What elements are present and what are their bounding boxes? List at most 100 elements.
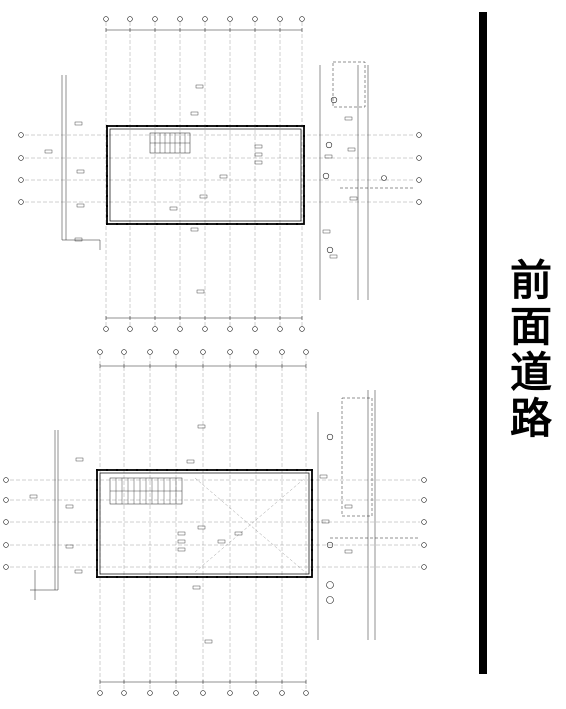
grid-bubble (18, 177, 24, 183)
wall-post (266, 125, 268, 127)
wall-post (296, 125, 298, 127)
wall-post (106, 469, 108, 471)
drawing-note (321, 519, 330, 524)
road-boundary-line (479, 12, 487, 674)
wall-post (311, 549, 313, 551)
grid-bubble (416, 199, 422, 205)
wall-post (106, 165, 108, 167)
building-outer-wall (96, 469, 313, 578)
wall-post (311, 569, 313, 571)
wall-post (166, 223, 168, 225)
room-annotation (177, 547, 186, 552)
room-annotation (254, 144, 263, 149)
wall-post (96, 479, 98, 481)
road-label-char-3: 道 (509, 348, 552, 397)
wall-post (196, 125, 198, 127)
drawing-note (196, 289, 205, 294)
wall-post (266, 223, 268, 225)
grid-bubble (3, 542, 9, 548)
wall-post (303, 155, 305, 157)
room-annotation (177, 539, 186, 544)
drawing-note (65, 544, 74, 549)
wall-post (96, 569, 98, 571)
road-label-char-2: 面 (509, 302, 552, 351)
site-fixture (325, 141, 333, 149)
wall-post (303, 205, 305, 207)
wall-post (186, 223, 188, 225)
wall-post (196, 576, 198, 578)
wall-post (146, 125, 148, 127)
site-fixture (326, 433, 334, 441)
wall-post (106, 223, 108, 225)
wall-post (196, 469, 198, 471)
grid-bubble (253, 690, 259, 696)
grid-bubble (252, 16, 258, 22)
drawing-note (322, 229, 331, 234)
wall-post (311, 559, 313, 561)
wall-post (116, 576, 118, 578)
wall-post (286, 576, 288, 578)
drawing-note (29, 494, 38, 499)
wall-post (186, 125, 188, 127)
wall-post (246, 469, 248, 471)
wall-post (311, 509, 313, 511)
wall-post (96, 489, 98, 491)
grid-bubble (177, 326, 183, 332)
grid-bubble (152, 326, 158, 332)
wall-post (136, 223, 138, 225)
wall-post (166, 469, 168, 471)
drawing-note (195, 84, 204, 89)
grid-bubble (421, 564, 427, 570)
grid-bubble (103, 16, 109, 22)
upper-floor-plan (18, 16, 422, 332)
grid-bubble (202, 326, 208, 332)
drawing-note (349, 196, 358, 201)
grid-bubble (152, 16, 158, 22)
wall-post (156, 576, 158, 578)
drawing-note (190, 111, 199, 116)
wall-post (96, 509, 98, 511)
drawing-note (76, 203, 85, 208)
grid-bubble (97, 690, 103, 696)
wall-post (96, 559, 98, 561)
drawing-note (74, 569, 83, 574)
wall-post (106, 205, 108, 207)
wall-post (276, 125, 278, 127)
wall-post (303, 125, 305, 127)
drawing-note (204, 639, 213, 644)
grid-bubble (252, 326, 258, 332)
drawing-note (344, 116, 353, 121)
grid-bubble (279, 690, 285, 696)
room-annotation (169, 206, 178, 211)
wall-post (136, 125, 138, 127)
grid-bubble (18, 155, 24, 161)
wall-post (146, 223, 148, 225)
wall-post (276, 223, 278, 225)
wall-post (186, 576, 188, 578)
wall-post (286, 125, 288, 127)
grid-bubble (299, 16, 305, 22)
wall-post (303, 145, 305, 147)
drawing-note (74, 121, 83, 126)
grid-bubble (277, 326, 283, 332)
wall-post (166, 576, 168, 578)
wall-post (116, 125, 118, 127)
room-annotation (254, 160, 263, 165)
wall-post (256, 576, 258, 578)
grid-bubble (253, 349, 259, 355)
wall-post (303, 135, 305, 137)
grid-bubble (277, 16, 283, 22)
wall-post (246, 125, 248, 127)
site-fixture (326, 581, 334, 589)
drawing-note (75, 457, 84, 462)
wall-post (96, 469, 98, 471)
building-inner-wall (109, 128, 302, 222)
wall-post (303, 195, 305, 197)
wall-post (136, 576, 138, 578)
grid-bubble (127, 326, 133, 332)
grid-bubble (3, 564, 9, 570)
drawing-note (329, 254, 338, 259)
wall-post (96, 499, 98, 501)
drawing-note (190, 227, 199, 232)
